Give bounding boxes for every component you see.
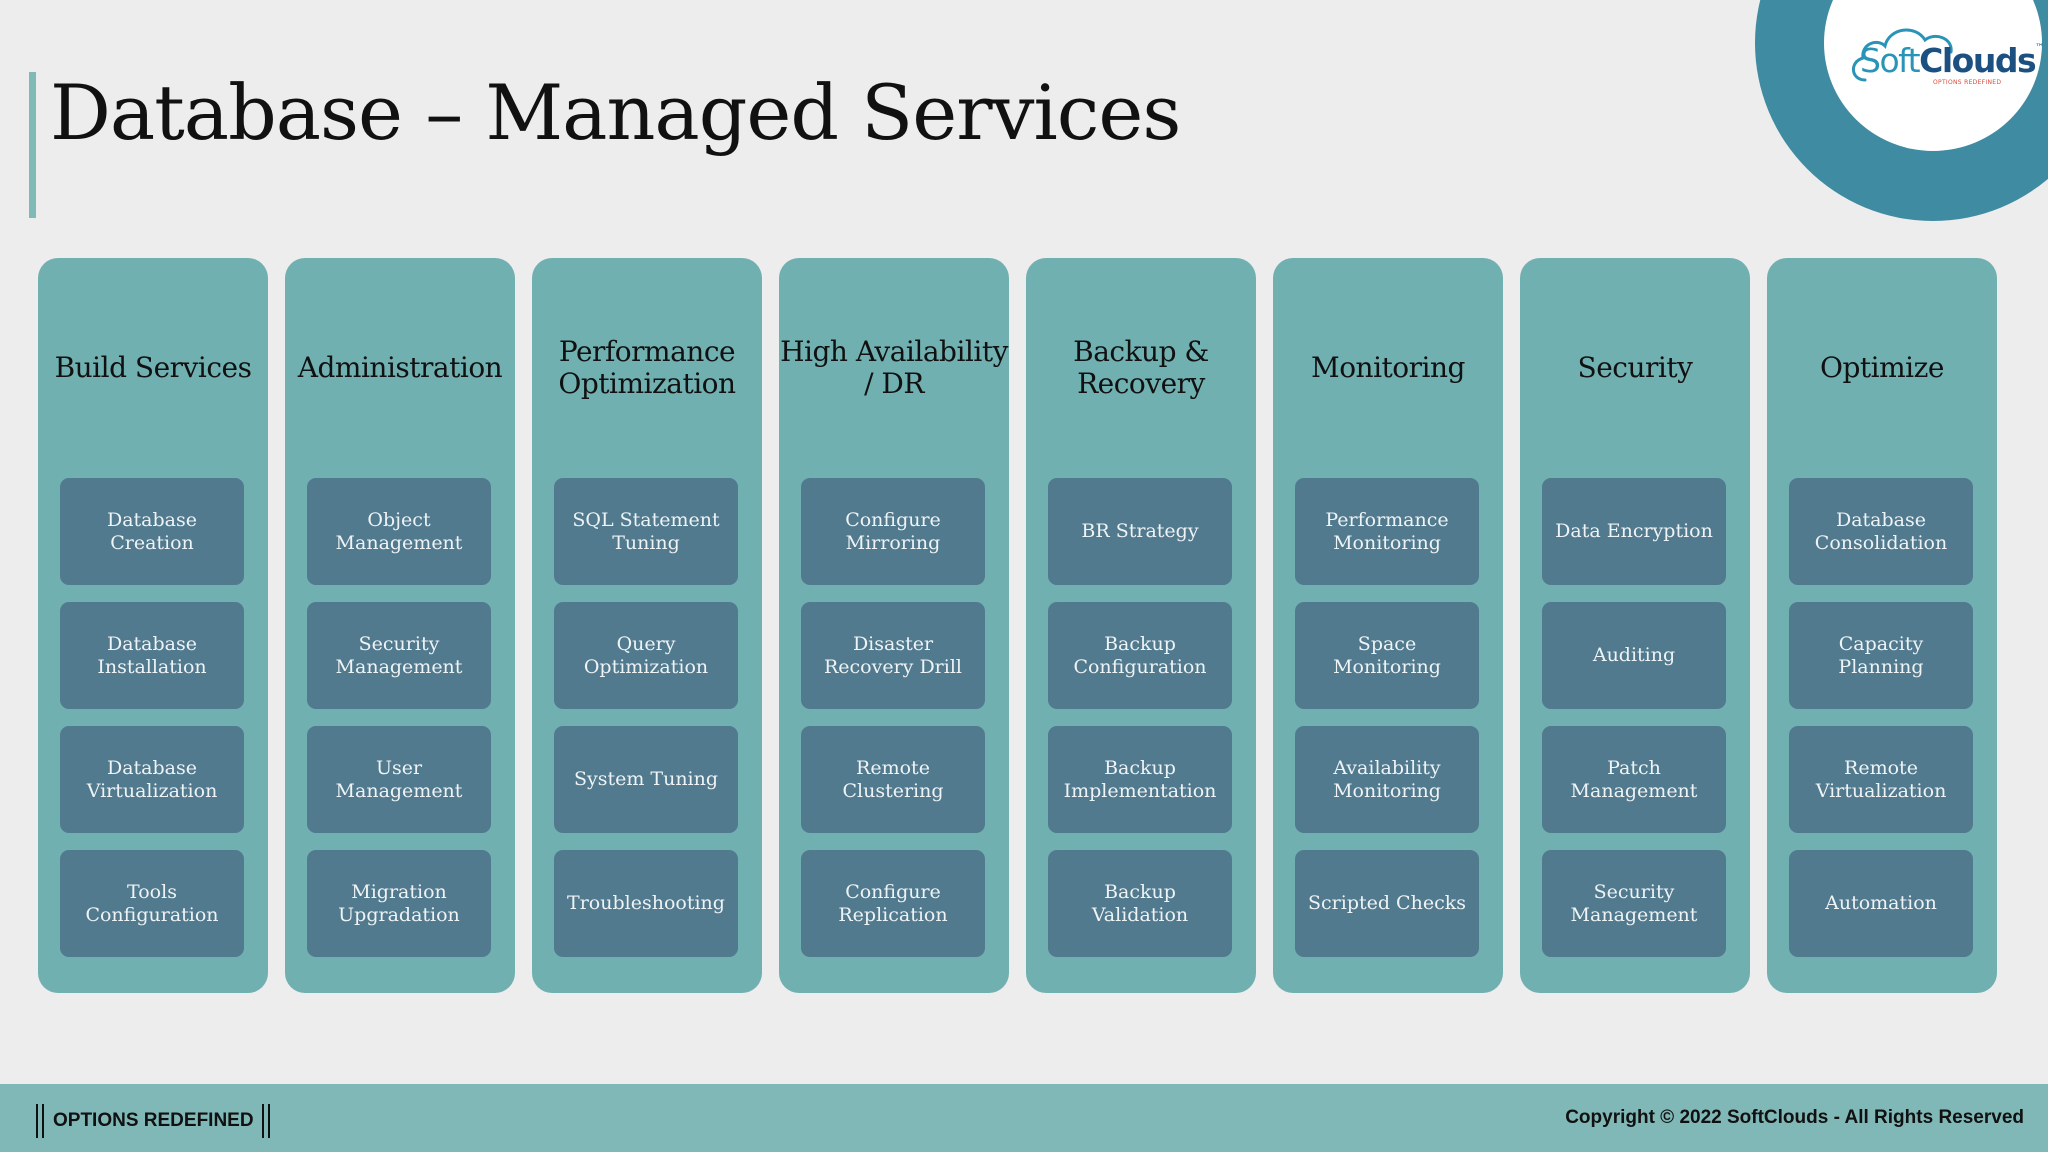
column-header: Performance Optimization <box>558 335 736 400</box>
column-performance-optimization: Performance Optimization SQL Statement T… <box>532 258 762 993</box>
service-item: Backup Validation <box>1048 850 1232 957</box>
column-header: Administration <box>297 351 503 384</box>
logo-soft: Soft <box>1860 41 1921 80</box>
service-item: Remote Clustering <box>801 726 985 833</box>
service-item: System Tuning <box>554 726 738 833</box>
column-optimize: Optimize Database Consolidation Capacity… <box>1767 258 1997 993</box>
logo-wordmark: SoftClouds™ <box>1860 41 2044 80</box>
column-high-availability: High Availability / DR Configure Mirrori… <box>779 258 1009 993</box>
service-item: Tools Configuration <box>60 850 244 957</box>
service-item: Database Installation <box>60 602 244 709</box>
service-columns: Build Services Database Creation Databas… <box>38 258 1998 993</box>
service-item: Query Optimization <box>554 602 738 709</box>
column-header: Build Services <box>54 351 252 384</box>
column-build-services: Build Services Database Creation Databas… <box>38 258 268 993</box>
service-item: Space Monitoring <box>1295 602 1479 709</box>
service-item: User Management <box>307 726 491 833</box>
page-title: Database – Managed Services <box>50 68 1181 157</box>
service-item: Configure Replication <box>801 850 985 957</box>
service-item: Troubleshooting <box>554 850 738 957</box>
footer-tagline: OPTIONS REDEFINED <box>53 1110 254 1131</box>
column-header: Monitoring <box>1311 351 1465 384</box>
service-item: Remote Virtualization <box>1789 726 1973 833</box>
service-item: Scripted Checks <box>1295 850 1479 957</box>
column-header: High Availability / DR <box>780 335 1008 400</box>
service-item: SQL Statement Tuning <box>554 478 738 585</box>
service-item: Disaster Recovery Drill <box>801 602 985 709</box>
service-item: Migration Upgradation <box>307 850 491 957</box>
service-item: BR Strategy <box>1048 478 1232 585</box>
logo-clouds: Clouds <box>1919 41 2036 80</box>
double-bar-icon <box>36 1104 45 1138</box>
service-item: Security Management <box>1542 850 1726 957</box>
service-item: Backup Configuration <box>1048 602 1232 709</box>
column-header: Backup & Recovery <box>1073 335 1209 400</box>
footer-bar: OPTIONS REDEFINED Copyright © 2022 SoftC… <box>0 1084 2048 1152</box>
service-item: Patch Management <box>1542 726 1726 833</box>
logo-tagline: OPTIONS REDEFINED <box>1933 79 2002 86</box>
service-item: Object Management <box>307 478 491 585</box>
footer-copyright: Copyright © 2022 SoftClouds - All Rights… <box>1565 1107 2024 1128</box>
service-item: Performance Monitoring <box>1295 478 1479 585</box>
column-administration: Administration Object Management Securit… <box>285 258 515 993</box>
column-monitoring: Monitoring Performance Monitoring Space … <box>1273 258 1503 993</box>
double-bar-icon <box>261 1104 271 1138</box>
service-item: Database Virtualization <box>60 726 244 833</box>
service-item: Automation <box>1789 850 1973 957</box>
service-item: Configure Mirroring <box>801 478 985 585</box>
service-item: Availability Monitoring <box>1295 726 1479 833</box>
title-accent-bar <box>29 72 36 218</box>
service-item: Capacity Planning <box>1789 602 1973 709</box>
column-header: Security <box>1577 351 1693 384</box>
service-item: Database Creation <box>60 478 244 585</box>
column-header: Optimize <box>1820 351 1944 384</box>
logo-trademark: ™ <box>2035 43 2044 53</box>
service-item: Backup Implementation <box>1048 726 1232 833</box>
service-item: Security Management <box>307 602 491 709</box>
service-item: Data Encryption <box>1542 478 1726 585</box>
cloud-icon <box>1852 28 1953 82</box>
footer-tagline-group: OPTIONS REDEFINED <box>36 1104 271 1138</box>
service-item: Auditing <box>1542 602 1726 709</box>
column-security: Security Data Encryption Auditing Patch … <box>1520 258 1750 993</box>
service-item: Database Consolidation <box>1789 478 1973 585</box>
column-backup-recovery: Backup & Recovery BR Strategy Backup Con… <box>1026 258 1256 993</box>
